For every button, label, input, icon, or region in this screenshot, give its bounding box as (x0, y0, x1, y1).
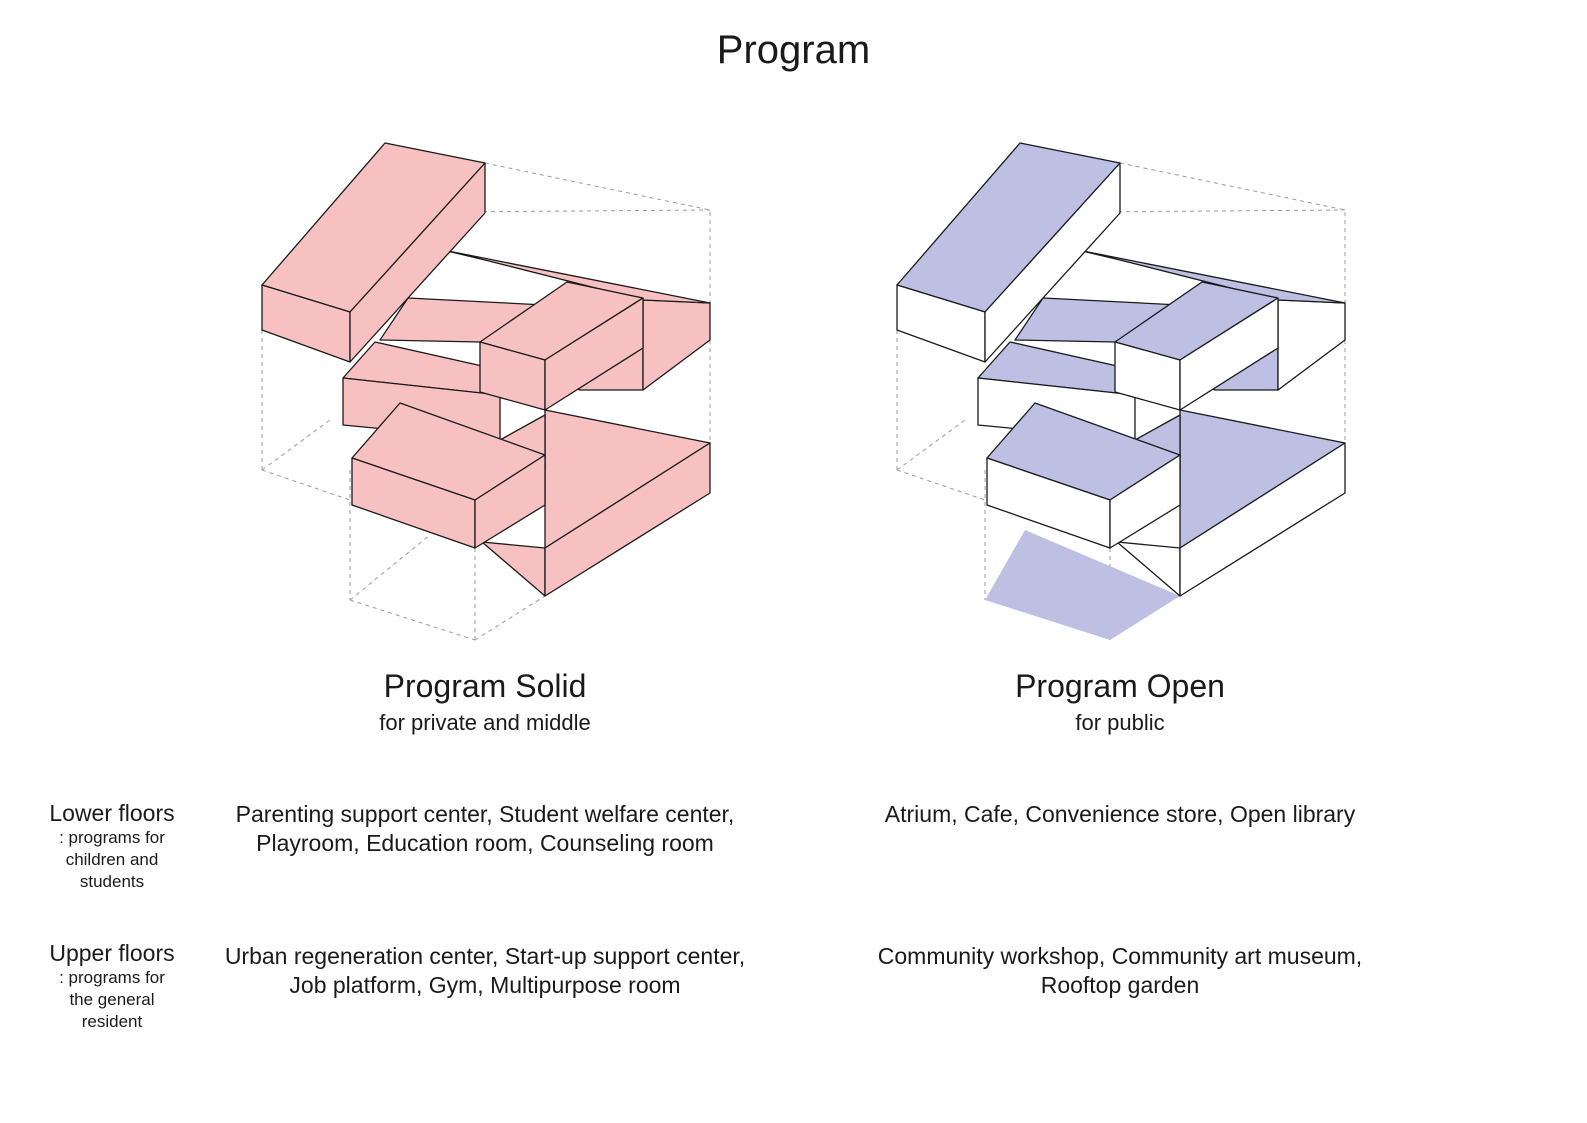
program-solid-diagram (261, 142, 711, 641)
column-subtitle-solid: for private and middle (379, 710, 591, 735)
program-open-diagram (896, 142, 1346, 640)
cell-line: Rooftop garden (1040, 972, 1200, 998)
cell-line: Urban regeneration center, Start-up supp… (224, 943, 746, 969)
row-label-lower-floors: Lower floors : programs for children and… (32, 800, 192, 893)
column-subtitle-open: for public (1075, 710, 1165, 735)
cell-line: Job platform, Gym, Multipurpose room (289, 972, 681, 998)
cell-line: Community workshop, Community art museum… (877, 943, 1363, 969)
row-label-desc-line: students (79, 872, 145, 891)
front-block-side (474, 454, 546, 549)
row-label-main: Upper floors (49, 940, 175, 966)
open-masses (896, 142, 1346, 597)
row-label-main: Lower floors (49, 800, 175, 826)
row-label-desc-line: : programs for (59, 828, 165, 847)
top-block-side (349, 162, 486, 363)
row-label-upper-floors: Upper floors : programs for the general … (32, 940, 192, 1033)
cell-line: Parenting support center, Student welfar… (235, 801, 735, 827)
top-block-side (984, 162, 1121, 363)
front-block-side (1109, 454, 1181, 549)
cell-lower-open: Atrium, Cafe, Convenience store, Open li… (800, 800, 1440, 829)
slab-bottom-side-a (481, 541, 546, 597)
slab-bottom-side-b (1179, 442, 1346, 597)
right-block-side (544, 297, 644, 411)
right-block-side (1179, 297, 1279, 411)
column-title-open: Program Open (1015, 668, 1225, 704)
solid-masses (261, 142, 711, 597)
row-label-desc-line: resident (81, 1012, 143, 1031)
cell-lower-solid: Parenting support center, Student welfar… (165, 800, 805, 858)
slab-bottom-side-b (544, 442, 711, 597)
page-title: Program (716, 28, 871, 72)
mid-slab-side (1277, 299, 1346, 391)
cell-upper-solid: Urban regeneration center, Start-up supp… (165, 942, 805, 1000)
cell-line: Atrium, Cafe, Convenience store, Open li… (884, 801, 1356, 827)
row-label-desc-line: : programs for (59, 968, 165, 987)
ground-floor-open (985, 530, 1180, 640)
cell-upper-open: Community workshop, Community art museum… (800, 942, 1440, 1000)
cell-line: Playroom, Education room, Counseling roo… (256, 830, 714, 856)
row-label-desc-line: children and (65, 850, 159, 869)
column-title-solid: Program Solid (383, 668, 587, 704)
row-label-desc-line: the general (69, 990, 155, 1009)
mid-slab-side (642, 299, 711, 391)
